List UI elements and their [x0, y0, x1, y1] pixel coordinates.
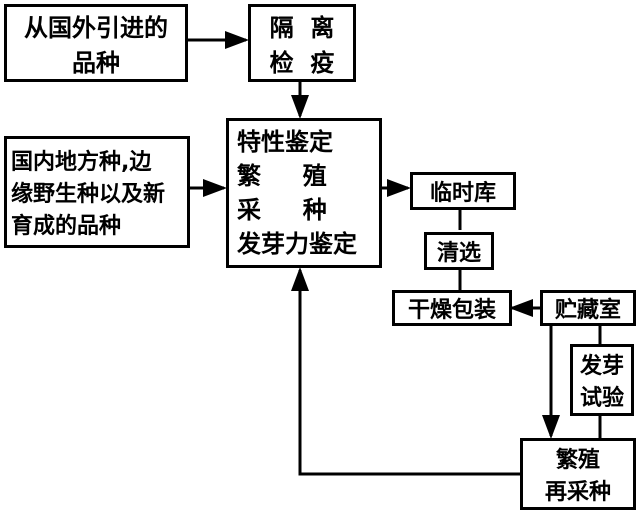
label: 干燥包装 — [407, 298, 496, 323]
label: 发芽 — [579, 354, 624, 379]
label: 从国外引进的 — [24, 14, 168, 42]
box-imported-varieties: 从国外引进的 品种 — [4, 4, 188, 82]
box-germination-test: 发芽 试验 — [570, 344, 634, 416]
box-identification: 特性鉴定 繁 殖 采 种 发芽力鉴定 — [226, 118, 382, 268]
label: 隔 离 — [269, 14, 335, 42]
box-domestic-varieties: 国内地方种,边 缘野生种以及新 育成的品种 — [4, 136, 190, 248]
label: 繁殖 — [555, 448, 600, 473]
box-cleaning: 清选 — [424, 232, 494, 270]
label: 发芽力鉴定 — [237, 230, 357, 258]
label: 繁 殖 — [237, 162, 327, 190]
label: 临时库 — [429, 181, 496, 206]
label: 再采种 — [544, 480, 611, 505]
box-temporary-store: 临时库 — [410, 172, 516, 210]
box-drying-packing: 干燥包装 — [392, 290, 512, 326]
label: 检 疫 — [269, 49, 335, 77]
label: 贮藏室 — [554, 298, 621, 323]
box-storage-room: 贮藏室 — [540, 290, 636, 326]
label: 缘野生种以及新 — [11, 182, 166, 207]
box-regeneration: 繁殖 再采种 — [520, 438, 636, 510]
label: 品种 — [72, 49, 120, 77]
box-quarantine: 隔 离 检 疫 — [248, 4, 356, 82]
arrow-regen-to-identify — [291, 267, 520, 476]
label: 清选 — [436, 241, 481, 266]
label: 育成的品种 — [11, 214, 122, 239]
label: 试验 — [579, 386, 624, 411]
label: 采 种 — [237, 196, 327, 224]
label: 国内地方种,边 — [11, 150, 152, 175]
label: 特性鉴定 — [237, 128, 333, 156]
